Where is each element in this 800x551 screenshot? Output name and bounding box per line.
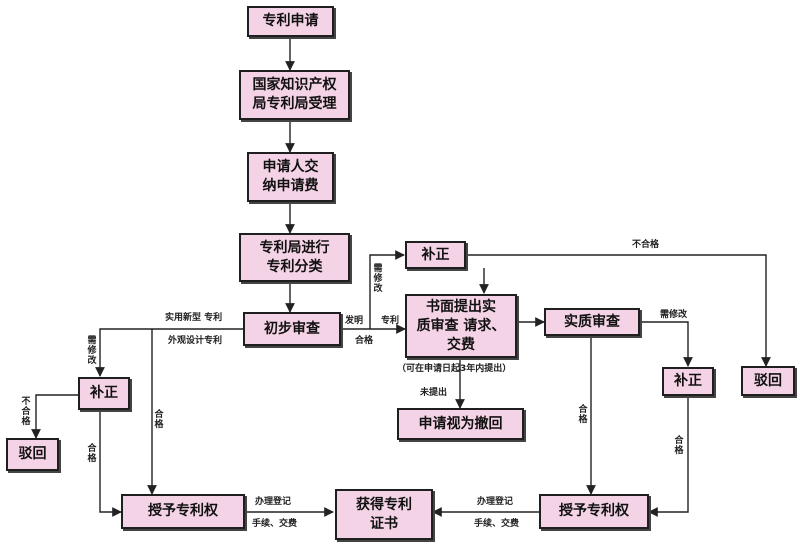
arrow-substantive-amend-right: [640, 321, 693, 367]
node-pay-application-fee: 申请人交 纳申请费: [247, 152, 334, 202]
node-amend-top: 补正: [405, 241, 466, 269]
label-design-patent: 外观设计专利: [168, 336, 223, 346]
node-grant-right: 授予专利权: [539, 494, 649, 529]
label-needs-amend-left: 需修改: [87, 336, 97, 366]
node-reject-left: 驳回: [6, 438, 59, 471]
arrow-prelim-left: [95, 328, 243, 377]
arrow-amend-reject-left: [31, 394, 78, 439]
node-preliminary-examination: 初步审查: [243, 312, 341, 346]
label-register-left: 办理登记: [255, 497, 292, 507]
label-qualified-left-a: 合格: [154, 410, 164, 430]
label-qualified-left-b: 合格: [87, 444, 97, 464]
node-obtain-certificate: 获得专利 证书: [335, 489, 433, 540]
node-amend-left: 补正: [78, 377, 130, 410]
label-qualified-right-a: 合格: [578, 405, 588, 425]
node-written-exam-request: 书面提出实 质审查 请求、 交费: [405, 294, 517, 358]
label-patent: 专利: [381, 316, 400, 326]
label-procedures-left: 手续、交费: [252, 519, 298, 529]
label-register-right: 办理登记: [477, 497, 514, 507]
label-needs-amend-top: 需修改: [373, 264, 383, 294]
label-needs-amend-right: 需修改: [660, 310, 688, 320]
label-procedures-right: 手续、交费: [474, 519, 520, 529]
label-not-submitted: 未提出: [420, 388, 448, 398]
label-invention: 发明: [345, 316, 364, 326]
node-sipo-acceptance: 国家知识产权 局专利局受理: [239, 70, 350, 120]
node-substantive-examination: 实质审查: [544, 308, 640, 336]
label-unqualified-left: 不合格: [21, 397, 31, 427]
node-deemed-withdrawn: 申请视为撤回: [397, 408, 524, 440]
node-amend-right: 补正: [662, 367, 714, 396]
label-utility-design: 实用新型 专利: [165, 313, 223, 323]
arrow-amend-right-grant: [648, 396, 689, 517]
node-patent-application: 专利申请: [247, 6, 334, 37]
label-within-3-years: （可在申请日起3年内提出）: [397, 364, 512, 374]
node-grant-left: 授予专利权: [121, 494, 245, 529]
arrow-amend-top-reject: [466, 254, 771, 367]
node-reject-right: 驳回: [741, 366, 795, 396]
label-unqualified-top: 不合格: [632, 240, 660, 250]
arrow-amend-grant-left: [99, 412, 122, 517]
node-patent-classification: 专利局进行 专利分类: [239, 233, 350, 282]
arrow-prelim-amend-top: [369, 250, 405, 329]
label-qualified-mid: 合格: [355, 336, 374, 346]
label-qualified-right-b: 合格: [674, 436, 684, 456]
